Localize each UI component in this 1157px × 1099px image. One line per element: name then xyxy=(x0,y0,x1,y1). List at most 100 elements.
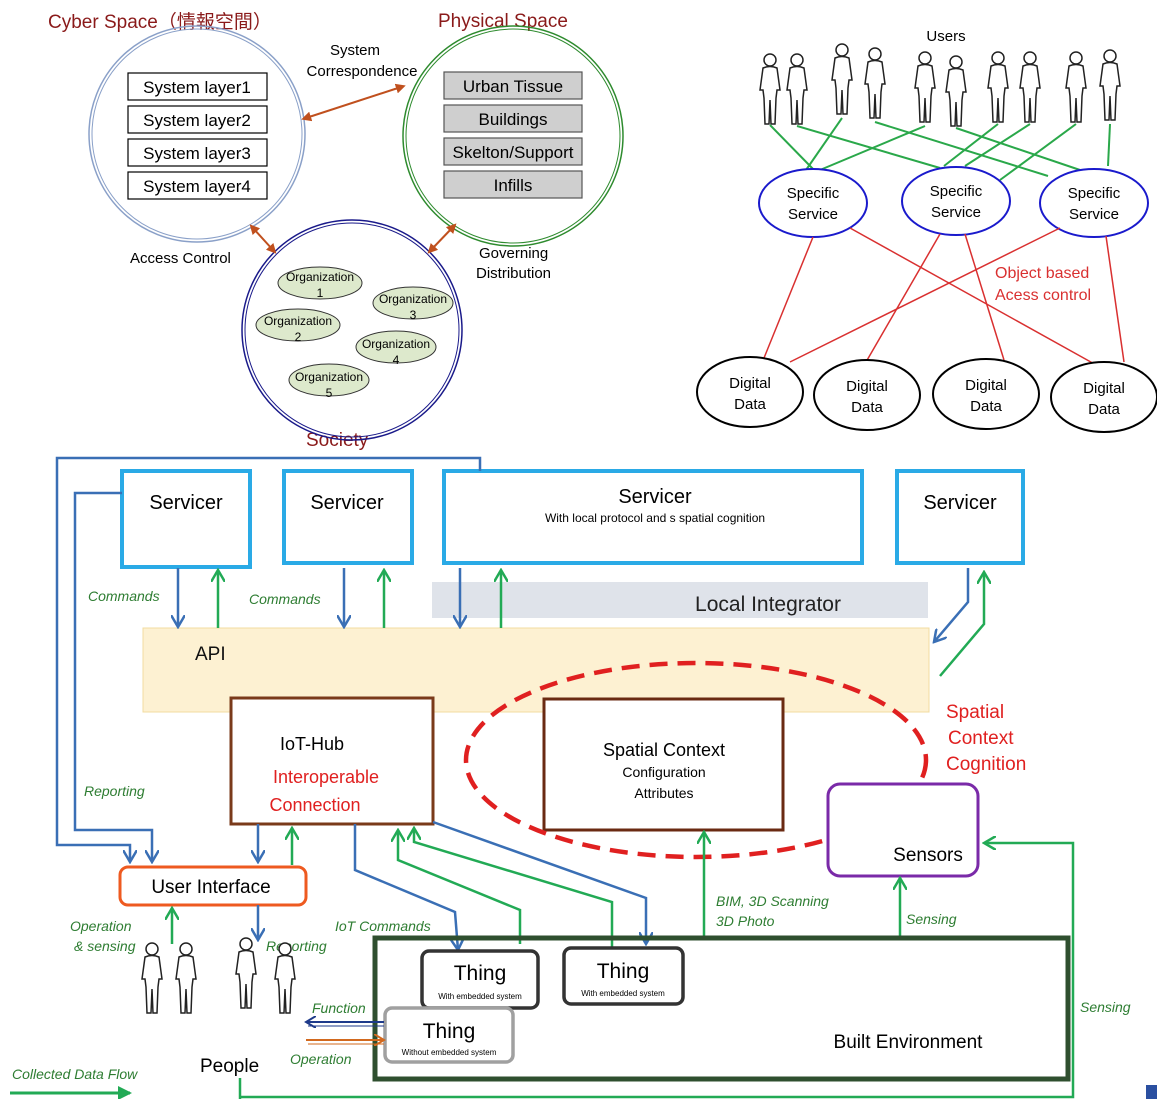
cyber-space-circle xyxy=(88,25,306,243)
operation-label: Operation xyxy=(70,918,132,934)
cyber-space-title: Cyber Space（情報空間） xyxy=(48,11,272,33)
physical-layer-box xyxy=(443,104,583,133)
scc-label: Cognition xyxy=(946,754,1026,775)
service-data-links xyxy=(763,227,1125,367)
spatial-context-box xyxy=(542,697,785,832)
user-person-icon xyxy=(1065,51,1087,123)
servicer-box xyxy=(442,469,864,565)
user-person-icon xyxy=(1099,49,1121,121)
reporting-label: Reporting xyxy=(84,783,145,799)
thing-label: Thing xyxy=(454,962,507,985)
user-service-links xyxy=(769,117,1111,181)
system-correspondence-label: Correspondence xyxy=(307,63,418,80)
digital-data-label: Digital xyxy=(965,377,1007,394)
servicer-label: Servicer xyxy=(618,486,692,508)
sensing-label: Sensing xyxy=(1080,999,1131,1015)
user-person-icon xyxy=(759,53,781,125)
user-interface-label: User Interface xyxy=(151,877,270,898)
iot-hub-label: IoT-Hub xyxy=(280,734,344,754)
system-layer-label: System layer1 xyxy=(143,78,251,97)
connection-label: Connection xyxy=(269,795,360,815)
system-layer-box xyxy=(127,72,268,101)
system-layers: System layer1 System layer2 System layer… xyxy=(127,72,268,200)
user-figures xyxy=(759,43,1121,127)
system-layer-label: System layer2 xyxy=(143,111,251,130)
operation-label: Operation xyxy=(290,1051,352,1067)
thing-sublabel: With embedded system xyxy=(438,992,522,1001)
person-icon xyxy=(235,937,257,1009)
iot-commands-label: IoT Commands xyxy=(335,918,431,934)
access-control-label: Access Control xyxy=(130,250,231,267)
servicer-box xyxy=(282,469,414,565)
hub-thing-arrows xyxy=(353,820,646,950)
built-environment-box xyxy=(372,935,1071,1082)
digital-data-label: Data xyxy=(970,398,1002,415)
thing-sublabel: With embedded system xyxy=(581,989,665,998)
digital-data-label: Digital xyxy=(846,378,888,395)
system-layer-box xyxy=(127,105,268,134)
servicer-box xyxy=(895,469,1025,565)
digital-data-label: Data xyxy=(1088,401,1120,418)
physical-layer-label: Skelton/Support xyxy=(453,143,574,162)
governing-arrow xyxy=(427,223,457,254)
physical-layers: Urban Tissue Buildings Skelton/Support I… xyxy=(443,71,583,199)
thing-label: Thing xyxy=(597,960,650,983)
organization-number: 2 xyxy=(295,330,302,344)
interoperable-label: Interoperable xyxy=(273,767,379,787)
commands-label: Commands xyxy=(249,591,321,607)
corner-mark xyxy=(1146,1085,1157,1099)
organization-label: Organization xyxy=(295,370,363,384)
person-icon xyxy=(175,942,197,1014)
organization-number: 3 xyxy=(410,308,417,322)
person-icon xyxy=(141,942,163,1014)
api-label: API xyxy=(195,644,226,665)
collected-data-flow-label: Collected Data Flow xyxy=(12,1066,138,1082)
sensing-label: Sensing xyxy=(906,911,957,927)
users-label: Users xyxy=(926,28,965,45)
organization-label: Organization xyxy=(286,270,354,284)
specific-service-label: Specific xyxy=(930,183,983,200)
3d-photo-label: 3D Photo xyxy=(716,913,775,929)
thing-box xyxy=(562,946,685,1006)
spatial-context-label: Spatial Context xyxy=(603,740,725,760)
specific-service-label: Service xyxy=(788,206,838,223)
scc-label: Context xyxy=(948,728,1014,749)
organization-label: Organization xyxy=(379,292,447,306)
object-based-label: Object based xyxy=(995,265,1089,282)
sensors-label: Sensors xyxy=(893,845,963,866)
servicer-box xyxy=(120,469,252,569)
digital-data-label: Data xyxy=(734,396,766,413)
physical-layer-label: Infills xyxy=(494,176,533,195)
reporting-label: Reporting xyxy=(266,938,327,954)
organization-label: Organization xyxy=(362,337,430,351)
built-environment-label: Built Environment xyxy=(834,1032,984,1053)
digital-data-ellipse xyxy=(813,359,921,431)
servicer-sublabel: With local protocol and s spatial cognit… xyxy=(545,511,765,525)
physical-layer-label: Buildings xyxy=(479,110,548,129)
digital-data-label: Data xyxy=(851,399,883,416)
physical-layer-box xyxy=(443,170,583,199)
commands-label: Commands xyxy=(88,588,160,604)
system-layer-label: System layer4 xyxy=(143,177,251,196)
digital-data-ellipse xyxy=(1050,361,1157,433)
local-integrator-label: Local Integrator xyxy=(695,593,841,616)
organization-ellipse xyxy=(355,330,437,364)
digital-data-label: Digital xyxy=(729,375,771,392)
specific-service-ellipse xyxy=(758,168,868,238)
specific-service-label: Service xyxy=(1069,206,1119,223)
specific-service-label: Specific xyxy=(1068,185,1121,202)
system-layer-label: System layer3 xyxy=(143,144,251,163)
digital-data: Digital Data Digital Data Digital Data D… xyxy=(696,356,1157,433)
society-circle xyxy=(241,219,463,441)
system-layer-box xyxy=(127,171,268,200)
governing-label: Governing xyxy=(479,245,548,262)
organization-ellipse xyxy=(277,266,363,300)
organization-label: Organization xyxy=(264,314,332,328)
iot-architecture-diagram: Local Integrator API Servicer Servicer S… xyxy=(10,456,1157,1099)
sensing-return-line xyxy=(240,843,1075,1099)
organization-number: 5 xyxy=(326,386,333,400)
access-control-label: Acess control xyxy=(995,287,1091,304)
spatial-attributes-label: Attributes xyxy=(634,785,693,801)
organization-ellipse xyxy=(288,363,370,397)
